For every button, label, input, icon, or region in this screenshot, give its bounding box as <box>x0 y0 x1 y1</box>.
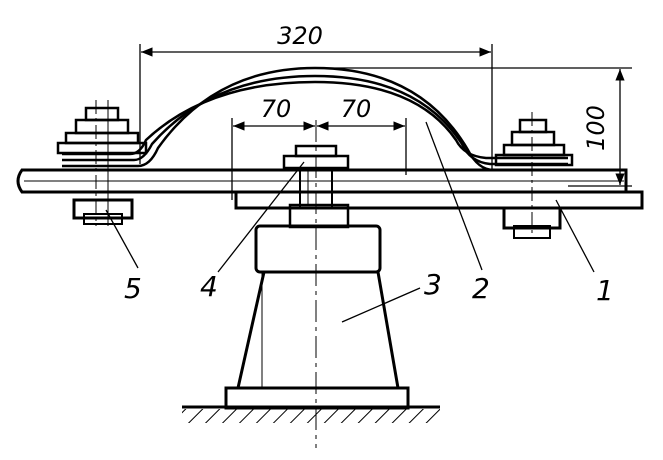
callout-2: 2 <box>472 272 490 305</box>
callout-1: 1 <box>596 274 614 307</box>
dimension-offsets: 70 70 <box>231 95 407 200</box>
callout-3: 3 <box>424 268 442 301</box>
right-bolt <box>494 112 574 239</box>
dimension-height: 100 <box>300 67 632 187</box>
leader-lines <box>105 121 595 323</box>
insulator-support <box>224 203 410 410</box>
left-bolt <box>56 100 148 226</box>
callout-4: 4 <box>200 270 218 303</box>
dimension-width-label: 320 <box>277 22 323 50</box>
dimension-height-label: 100 <box>582 105 610 151</box>
busbar <box>16 168 628 194</box>
dimension-width: 320 <box>139 22 493 170</box>
dimension-right-offset-label: 70 <box>341 95 372 123</box>
callout-5: 5 <box>124 272 142 305</box>
dimension-left-offset-label: 70 <box>261 95 292 123</box>
